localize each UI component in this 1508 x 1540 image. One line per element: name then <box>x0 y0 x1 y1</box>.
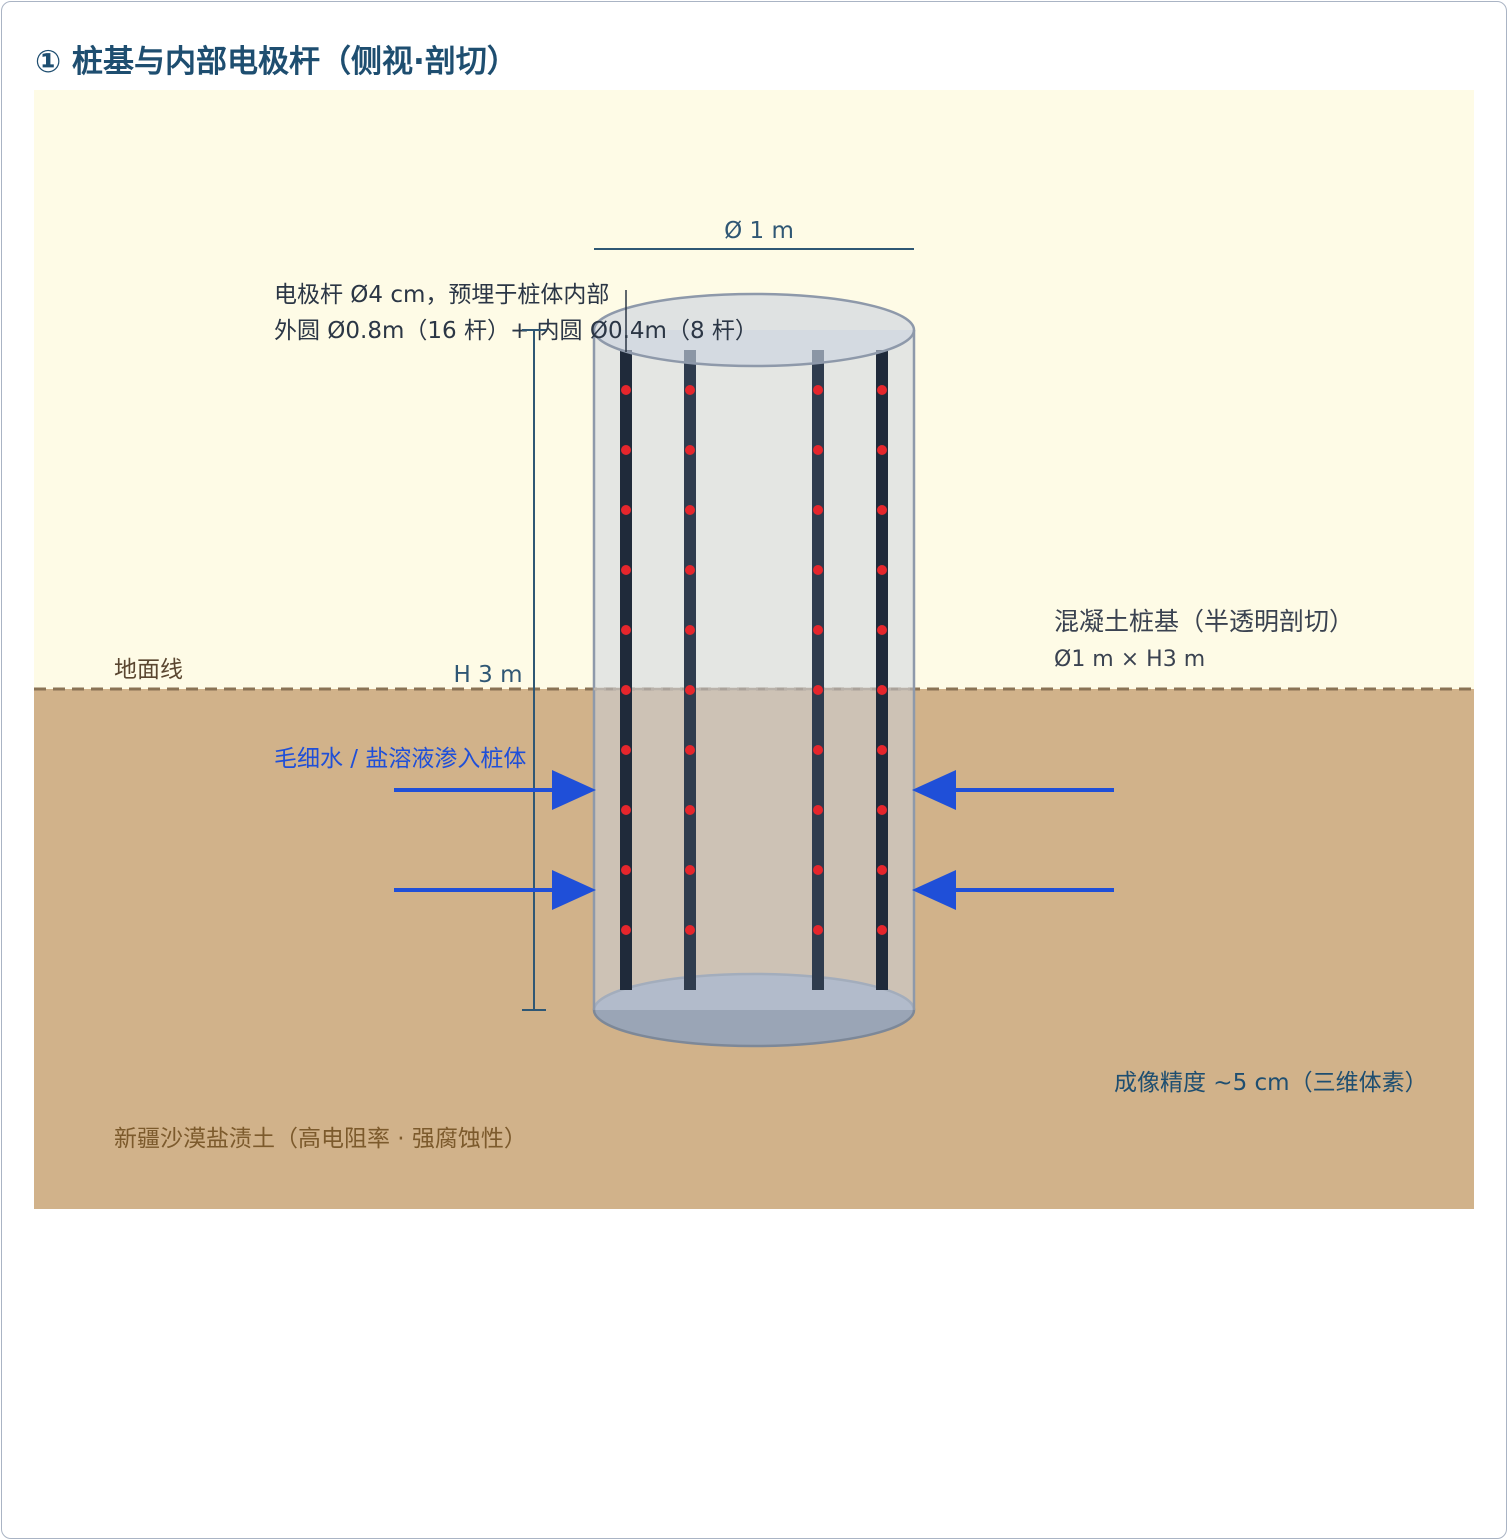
pile-top-cap <box>592 292 916 368</box>
electrode-label-line1: 电极杆 Ø4 cm，预埋于桩体内部 <box>274 282 609 308</box>
diameter-label: Ø 1 m <box>724 218 794 244</box>
electrode-contact-dot <box>813 385 823 395</box>
electrode-contact-dot <box>877 745 887 755</box>
electrode-label-line2: 外圆 Ø0.8m（16 杆）+ 内圆 Ø0.4m（8 杆） <box>274 318 758 344</box>
electrode-contact-dot <box>685 505 695 515</box>
electrode-contact-dot <box>813 565 823 575</box>
electrode-contact-dot <box>877 685 887 695</box>
electrode-contact-dot <box>621 625 631 635</box>
electrode-contact-dot <box>813 685 823 695</box>
electrode-rods <box>620 350 888 990</box>
arrow-left-icon <box>912 770 1114 810</box>
arrow-left-icon <box>912 870 1114 910</box>
electrode-contact-dot <box>685 865 695 875</box>
height-label: H 3 m <box>454 662 523 688</box>
electrode-contact-dot <box>877 565 887 575</box>
electrode-contact-dot <box>813 625 823 635</box>
electrode-contact-dot <box>877 865 887 875</box>
electrode-contact-dot <box>877 805 887 815</box>
electrode-contact-dot <box>685 385 695 395</box>
electrode-contact-dot <box>813 745 823 755</box>
electrode-contact-dot <box>813 445 823 455</box>
capillary-label: 毛细水 / 盐溶液渗入桩体 <box>274 746 526 772</box>
electrode-contact-dot <box>621 565 631 575</box>
electrode-contact-dot <box>685 445 695 455</box>
electrode-contact-dot <box>685 625 695 635</box>
electrode-contact-dot <box>813 865 823 875</box>
soil-label: 新疆沙漠盐渍土（高电阻率 · 强腐蚀性） <box>114 1126 527 1152</box>
electrode-dots <box>621 385 887 935</box>
electrode-contact-dot <box>621 745 631 755</box>
electrode-contact-dot <box>685 805 695 815</box>
electrode-contact-dot <box>813 505 823 515</box>
electrode-contact-dot <box>621 865 631 875</box>
pile-body <box>594 330 914 1010</box>
arrow-right-icon <box>394 770 596 810</box>
pile-label-line2: Ø1 m × H3 m <box>1054 647 1205 672</box>
electrode-contact-dot <box>685 685 695 695</box>
panel-title: ① 桩基与内部电极杆（侧视·剖切） <box>35 44 518 80</box>
resolution-label: 成像精度 ~5 cm（三维体素） <box>1114 1070 1428 1096</box>
electrode-contact-dot <box>877 505 887 515</box>
electrode-contact-dot <box>621 925 631 935</box>
arrow-right-icon <box>394 870 596 910</box>
electrode-contact-dot <box>621 805 631 815</box>
concrete-pile <box>592 330 916 1048</box>
electrode-contact-dot <box>621 685 631 695</box>
electrode-contact-dot <box>813 925 823 935</box>
electrode-contact-dot <box>877 385 887 395</box>
electrode-contact-dot <box>813 805 823 815</box>
height-dimension <box>522 329 546 1011</box>
electrode-contact-dot <box>621 505 631 515</box>
electrode-contact-dot <box>877 445 887 455</box>
electrode-contact-dot <box>685 745 695 755</box>
ground-line-label: 地面线 <box>114 657 183 683</box>
electrode-contact-dot <box>877 925 887 935</box>
electrode-contact-dot <box>621 385 631 395</box>
electrode-contact-dot <box>877 625 887 635</box>
electrode-contact-dot <box>685 565 695 575</box>
pile-label-line1: 混凝土桩基（半透明剖切） <box>1054 607 1354 636</box>
electrode-contact-dot <box>621 445 631 455</box>
electrode-contact-dot <box>685 925 695 935</box>
